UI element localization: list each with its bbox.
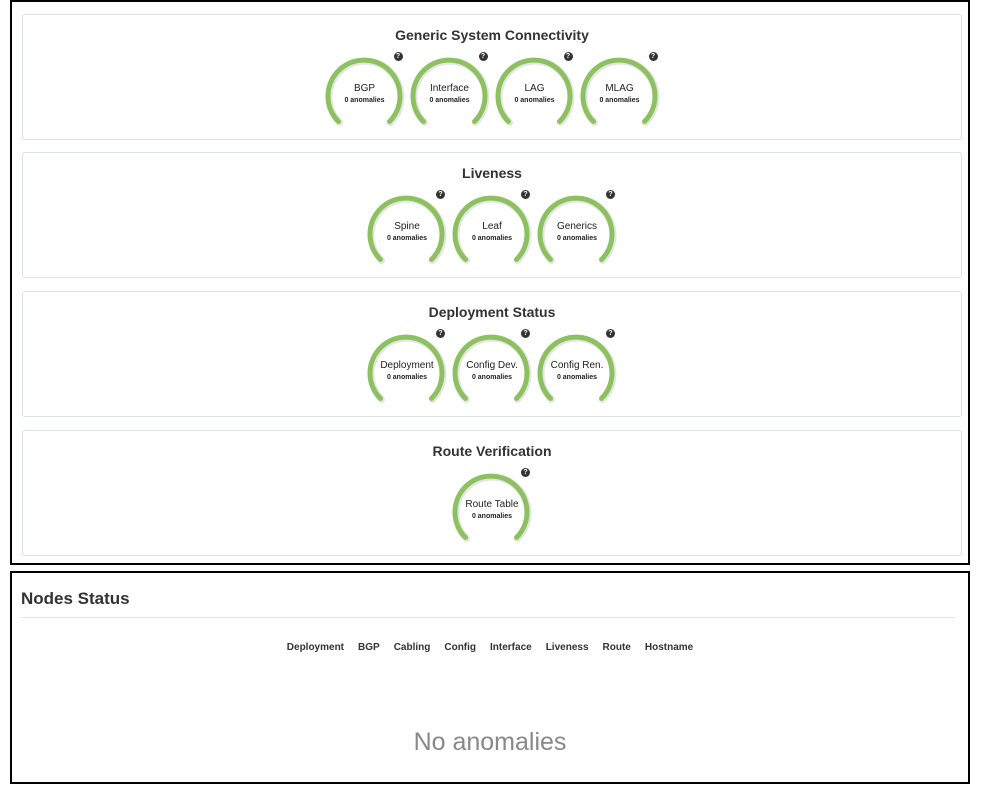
help-icon[interactable]: ? xyxy=(478,52,488,61)
help-icon[interactable]: ? xyxy=(436,329,445,338)
nodes-status-panel: Nodes Status Deployment BGP Cabling Config I… xyxy=(10,571,970,784)
table-header: Deployment BGP Cabling Config Interface Liven… xyxy=(12,642,968,653)
gauge-label: Config Dev. xyxy=(466,360,518,371)
gauge-arc xyxy=(410,57,489,126)
gauge-anomaly-count: 0 anomalies xyxy=(386,235,428,242)
gauge-row: ? BGP 0 anomalies ? Interface 0 anomalie… xyxy=(23,52,961,139)
gauge-deployment[interactable]: ? Deployment 0 anomalies xyxy=(366,329,448,416)
gauge-label: Interface xyxy=(430,83,469,94)
gauge-arc xyxy=(367,195,447,264)
gauge-arc xyxy=(537,334,617,403)
gauge-anomaly-count: 0 anomalies xyxy=(514,97,555,104)
column-header[interactable]: Hostname xyxy=(644,642,694,653)
help-icon[interactable]: ? xyxy=(563,52,573,61)
gauge-anomaly-count: 0 anomalies xyxy=(429,97,470,104)
section-title: Deployment Status xyxy=(428,304,556,320)
gauge-arc xyxy=(495,57,574,126)
section-title: Generic System Connectivity xyxy=(395,27,589,43)
divider xyxy=(21,617,956,618)
gauge-label: Generics xyxy=(556,221,597,232)
gauge-label: Leaf xyxy=(482,221,502,232)
gauge-route-table[interactable]: ? Route Table 0 anomalies xyxy=(451,468,533,555)
gauge-anomaly-count: 0 anomalies xyxy=(471,374,513,381)
gauge-config-dev-[interactable]: ? Config Dev. 0 anomalies xyxy=(451,329,533,416)
column-header[interactable]: Cabling xyxy=(393,642,431,653)
gauge-mlag[interactable]: ? MLAG 0 anomalies xyxy=(579,52,661,139)
gauge-lag[interactable]: ? LAG 0 anomalies xyxy=(494,52,576,139)
dashboard-panel: Generic System Connectivity ? BGP 0 anom… xyxy=(10,0,970,565)
help-icon[interactable]: ? xyxy=(436,190,445,199)
help-icon[interactable]: ? xyxy=(393,52,403,61)
help-icon[interactable]: ? xyxy=(606,329,615,338)
column-header[interactable]: Config xyxy=(444,642,477,653)
section-card: Deployment Status ? Deployment 0 anomali… xyxy=(22,291,962,417)
gauge-config-ren-[interactable]: ? Config Ren. 0 anomalies xyxy=(536,329,618,416)
gauge-row: ? Spine 0 anomalies ? Leaf 0 anomalies ?… xyxy=(23,190,961,277)
gauge-leaf[interactable]: ? Leaf 0 anomalies xyxy=(451,190,533,277)
gauge-label: BGP xyxy=(353,83,376,94)
gauge-anomaly-count: 0 anomalies xyxy=(556,374,598,381)
gauge-arc xyxy=(452,334,532,403)
column-header[interactable]: Interface xyxy=(490,642,532,653)
gauge-arc xyxy=(325,57,404,126)
help-icon[interactable]: ? xyxy=(521,329,530,338)
gauge-anomaly-count: 0 anomalies xyxy=(556,235,598,242)
empty-state: No anomalies xyxy=(413,728,567,756)
gauge-arc xyxy=(580,57,659,126)
gauge-arc xyxy=(452,473,532,542)
gauge-label: LAG xyxy=(524,83,545,94)
section-title: Route Verification xyxy=(432,443,552,459)
gauge-label: Spine xyxy=(394,221,420,232)
help-icon[interactable]: ? xyxy=(521,468,530,477)
gauge-label: Deployment xyxy=(380,360,434,371)
gauge-anomaly-count: 0 anomalies xyxy=(344,97,385,104)
gauge-generics[interactable]: ? Generics 0 anomalies xyxy=(536,190,618,277)
gauge-label: Route Table xyxy=(465,499,519,510)
column-header[interactable]: Deployment xyxy=(286,642,345,653)
gauge-arc xyxy=(537,195,617,264)
gauge-bgp[interactable]: ? BGP 0 anomalies xyxy=(324,52,406,139)
gauge-arc xyxy=(367,334,447,403)
gauge-anomaly-count: 0 anomalies xyxy=(386,374,428,381)
gauge-label: Config Ren. xyxy=(550,360,604,371)
column-header[interactable]: Liveness xyxy=(545,642,589,653)
gauge-anomaly-count: 0 anomalies xyxy=(599,97,640,104)
column-header[interactable]: BGP xyxy=(358,642,380,653)
gauge-arc xyxy=(452,195,532,264)
section-title: Liveness xyxy=(462,165,522,181)
section-card: Liveness ? Spine 0 anomalies ? Leaf 0 an… xyxy=(22,152,962,278)
gauge-anomaly-count: 0 anomalies xyxy=(471,513,513,520)
gauge-row: ? Route Table 0 anomalies xyxy=(23,468,961,555)
gauge-label: MLAG xyxy=(605,83,634,94)
column-header[interactable]: Route xyxy=(602,642,631,653)
gauge-interface[interactable]: ? Interface 0 anomalies xyxy=(409,52,491,139)
help-icon[interactable]: ? xyxy=(521,190,530,199)
nodes-status-title: Nodes Status xyxy=(21,589,130,608)
gauge-anomaly-count: 0 anomalies xyxy=(471,235,513,242)
section-card: Generic System Connectivity ? BGP 0 anom… xyxy=(22,14,962,140)
help-icon[interactable]: ? xyxy=(606,190,615,199)
gauge-row: ? Deployment 0 anomalies ? Config Dev. 0… xyxy=(23,329,961,416)
help-icon[interactable]: ? xyxy=(648,52,658,61)
gauge-spine[interactable]: ? Spine 0 anomalies xyxy=(366,190,448,277)
section-card: Route Verification ? Route Table 0 anoma… xyxy=(22,430,962,556)
